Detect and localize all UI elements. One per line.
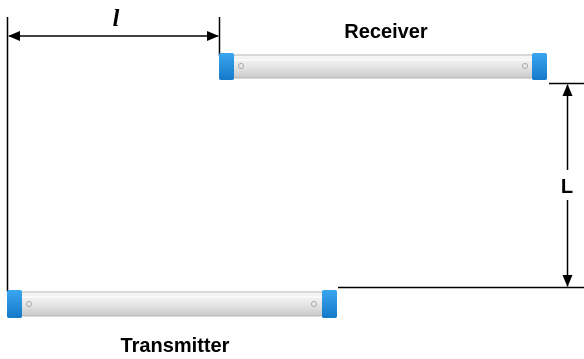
receiver-screw-right: [522, 63, 528, 69]
offset-dimension: l: [6, 6, 221, 292]
transmitter-left-cap: [7, 290, 22, 318]
offset-symbol-label: l: [113, 6, 120, 32]
transmitter-screw-left: [26, 301, 32, 307]
receiver-bar: [219, 53, 547, 80]
receiver-right-cap: [532, 53, 547, 80]
transmitter-label: Transmitter: [121, 335, 230, 357]
receiver-label: Receiver: [344, 21, 428, 43]
receiver-screw-left: [238, 63, 244, 69]
transmitter-bar-body: [20, 291, 324, 317]
receiver-left-cap: [219, 53, 234, 80]
distance-symbol-label: L: [561, 176, 573, 198]
distance-dimension: L: [338, 82, 584, 289]
receiver-bar-body: [232, 54, 534, 79]
transmitter-right-cap: [322, 290, 337, 318]
transmitter-bar: [7, 290, 337, 318]
transmitter-screw-right: [311, 301, 317, 307]
